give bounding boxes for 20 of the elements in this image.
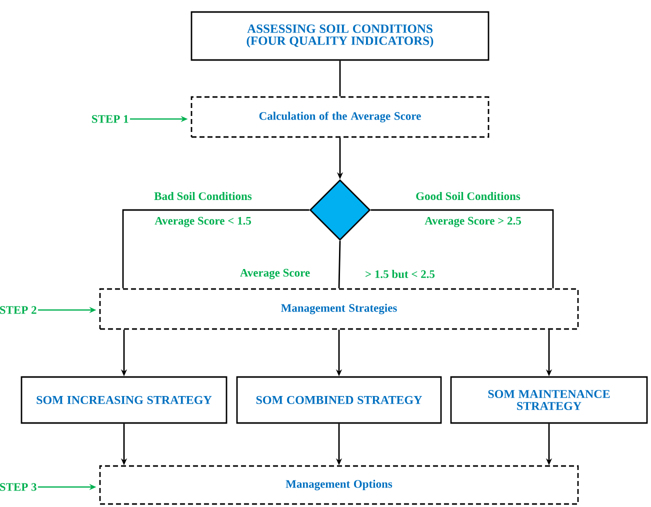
condition-label: Average Score (240, 268, 310, 280)
step-label: STEP 1 (92, 115, 128, 123)
condition-label: > 1.5 but < 2.5 (366, 270, 435, 278)
strategy-box: SOM COMBINED STRATEGY (236, 376, 442, 424)
connector-line (338, 240, 341, 288)
step-label: STEP 2 (0, 306, 36, 314)
step-box: Management Options (99, 465, 579, 505)
connector-line (370, 209, 554, 288)
connector-line (339, 60, 341, 96)
condition-label: Average Score > 2.5 (424, 216, 521, 228)
condition-label: Average Score < 1.5 (154, 216, 251, 228)
edge-label: Good Soil Conditions (414, 190, 522, 202)
strategy-box: SOM MAINTENANCE STRATEGY (450, 376, 648, 424)
step-box: Management Strategies (99, 288, 579, 330)
strategy-box: SOM INCREASING STRATEGY (20, 376, 228, 424)
title-box: ASSESSING SOIL CONDITIONS (FOUR QUALITY INDICATORS) (190, 11, 490, 61)
step-box: Calculation of the Average Score (190, 96, 490, 138)
connector-line (122, 209, 310, 288)
step-label: STEP 3 (0, 483, 36, 491)
edge-label: Bad Soil Conditions (153, 190, 253, 202)
